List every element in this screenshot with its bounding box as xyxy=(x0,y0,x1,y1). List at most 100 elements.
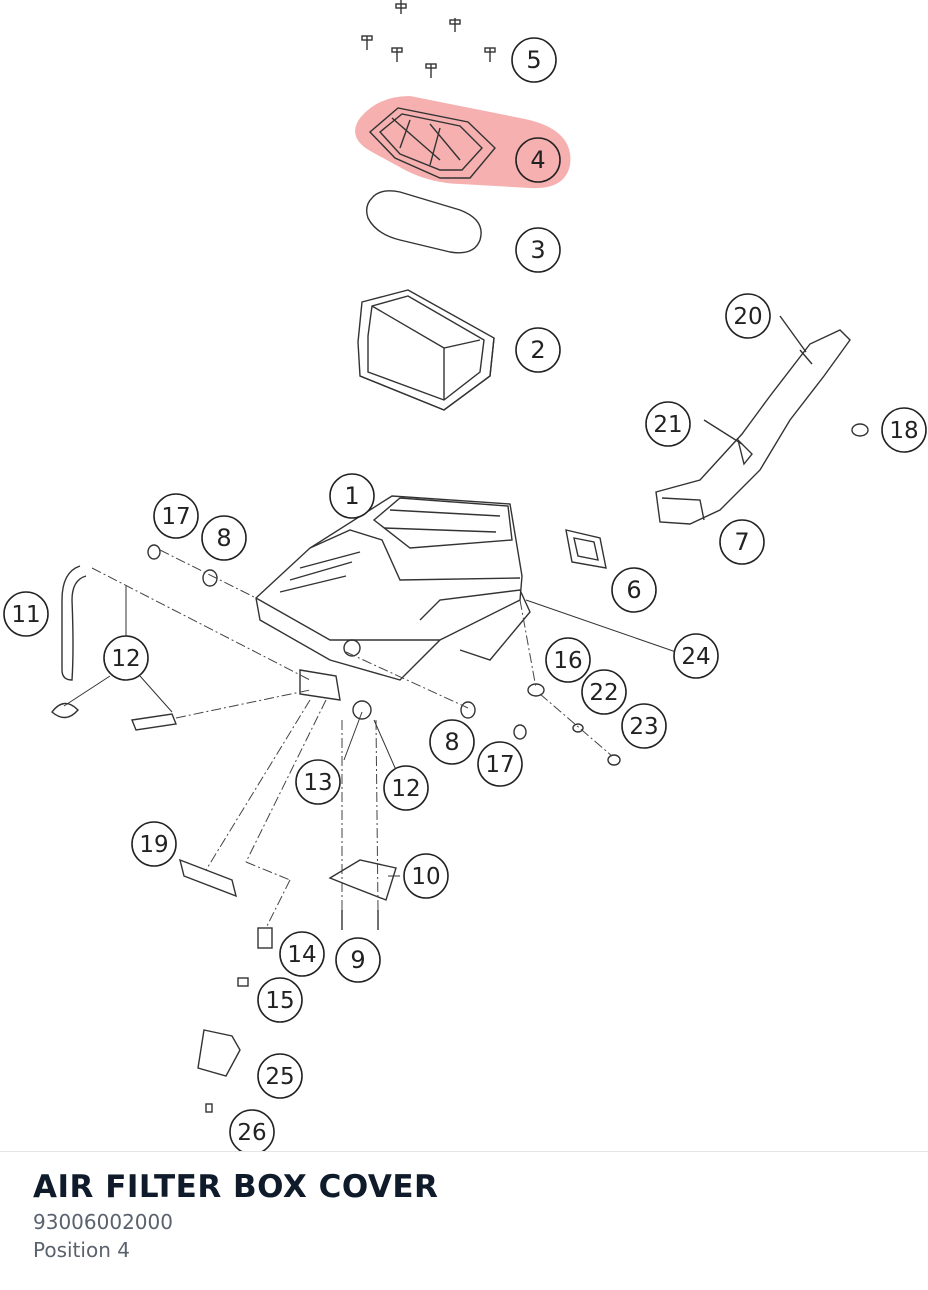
callout-circle xyxy=(403,853,449,899)
callout-19[interactable]: 19 xyxy=(131,821,177,867)
callout-4[interactable]: 4 xyxy=(515,137,561,183)
callout-label: 19 xyxy=(139,832,168,858)
callout-circle xyxy=(429,719,475,765)
callout-12[interactable]: 12 xyxy=(383,765,429,811)
callout-7[interactable]: 7 xyxy=(719,519,765,565)
gasket-icon xyxy=(365,190,482,254)
callout-circle xyxy=(673,633,719,679)
callout-20[interactable]: 20 xyxy=(725,293,771,339)
callout-10[interactable]: 10 xyxy=(403,853,449,899)
callout-label: 4 xyxy=(530,146,545,174)
callout-label: 2 xyxy=(530,336,545,364)
callout-label: 25 xyxy=(265,1064,294,1090)
callout-2[interactable]: 2 xyxy=(515,327,561,373)
callout-label: 13 xyxy=(303,770,332,796)
exploded-parts-diagram: 1234567889101112121314151617171819202122… xyxy=(3,0,927,1152)
air-filter-box-cover-highlight[interactable] xyxy=(355,96,571,189)
callout-24[interactable]: 24 xyxy=(673,633,719,679)
callout-circle xyxy=(153,493,199,539)
callout-circle xyxy=(3,591,49,637)
callout-circle xyxy=(515,327,561,373)
callout-circle xyxy=(515,227,561,273)
callout-label: 11 xyxy=(11,602,40,628)
callout-circle xyxy=(103,635,149,681)
callout-circle xyxy=(545,637,591,683)
callout-label: 15 xyxy=(265,988,294,1014)
callout-circle xyxy=(477,741,523,787)
callout-circle xyxy=(621,703,667,749)
callout-8[interactable]: 8 xyxy=(429,719,475,765)
callout-label: 3 xyxy=(530,236,545,264)
callout-label: 26 xyxy=(237,1120,266,1146)
callout-label: 1 xyxy=(344,482,359,510)
callout-label: 18 xyxy=(889,418,918,444)
callout-circle xyxy=(229,1109,275,1152)
callout-17[interactable]: 17 xyxy=(477,741,523,787)
screw-icon xyxy=(361,0,496,78)
sensor-19-icon xyxy=(178,858,238,898)
callout-3[interactable]: 3 xyxy=(515,227,561,273)
callout-8[interactable]: 8 xyxy=(201,515,247,561)
callout-circle xyxy=(581,669,627,715)
air-box-icon xyxy=(255,495,531,720)
clip-15-icon xyxy=(237,977,249,987)
callout-circle xyxy=(383,765,429,811)
callout-circle xyxy=(131,821,177,867)
callout-11[interactable]: 11 xyxy=(3,591,49,637)
intake-duct-icon xyxy=(655,329,851,525)
pin-26-icon xyxy=(205,1103,213,1113)
grommet-icon xyxy=(565,529,607,569)
callout-23[interactable]: 23 xyxy=(621,703,667,749)
callout-14[interactable]: 14 xyxy=(279,931,325,977)
callout-6[interactable]: 6 xyxy=(611,567,657,613)
callout-25[interactable]: 25 xyxy=(257,1053,303,1099)
part-title: AIR FILTER BOX COVER xyxy=(33,1169,439,1205)
callout-circle xyxy=(257,977,303,1023)
callout-circle xyxy=(335,937,381,983)
callout-label: 23 xyxy=(629,714,658,740)
callout-label: 14 xyxy=(287,942,316,968)
nut-icon xyxy=(851,423,869,437)
callout-label: 9 xyxy=(350,946,365,974)
air-filter-icon xyxy=(357,289,495,411)
holder-25-icon xyxy=(197,1029,241,1077)
callout-17[interactable]: 17 xyxy=(153,493,199,539)
callout-5[interactable]: 5 xyxy=(511,37,557,83)
callout-circle xyxy=(201,515,247,561)
callout-label: 24 xyxy=(681,644,710,670)
callout-label: 8 xyxy=(444,728,459,756)
callout-label: 21 xyxy=(653,412,682,438)
divider xyxy=(0,1151,928,1152)
hose-icon xyxy=(61,565,87,681)
callout-label: 7 xyxy=(734,528,749,556)
callout-label: 17 xyxy=(485,752,514,778)
callout-1[interactable]: 1 xyxy=(329,473,375,519)
callout-26[interactable]: 26 xyxy=(229,1109,275,1152)
callout-circle xyxy=(279,931,325,977)
callout-label: 8 xyxy=(216,524,231,552)
callout-label: 6 xyxy=(626,576,641,604)
part-position: Position 4 xyxy=(33,1238,130,1262)
callout-circle xyxy=(257,1053,303,1099)
bracket-10-icon xyxy=(328,859,397,901)
callout-circle xyxy=(329,473,375,519)
callout-15[interactable]: 15 xyxy=(257,977,303,1023)
part-info-panel: AIR FILTER BOX COVER 93006002000 Positio… xyxy=(33,1168,438,1264)
callout-16[interactable]: 16 xyxy=(545,637,591,683)
callout-label: 20 xyxy=(733,304,762,330)
callout-circle xyxy=(511,37,557,83)
callout-21[interactable]: 21 xyxy=(645,401,691,447)
callout-13[interactable]: 13 xyxy=(295,759,341,805)
callout-circle xyxy=(881,407,927,453)
callout-label: 17 xyxy=(161,504,190,530)
callout-18[interactable]: 18 xyxy=(881,407,927,453)
callout-circle xyxy=(719,519,765,565)
callout-12[interactable]: 12 xyxy=(103,635,149,681)
callout-22[interactable]: 22 xyxy=(581,669,627,715)
connector-14-icon xyxy=(257,927,273,949)
callout-label: 12 xyxy=(391,776,420,802)
callout-circle xyxy=(515,137,561,183)
callout-label: 10 xyxy=(411,864,440,890)
callout-9[interactable]: 9 xyxy=(335,937,381,983)
callout-label: 5 xyxy=(526,46,541,74)
